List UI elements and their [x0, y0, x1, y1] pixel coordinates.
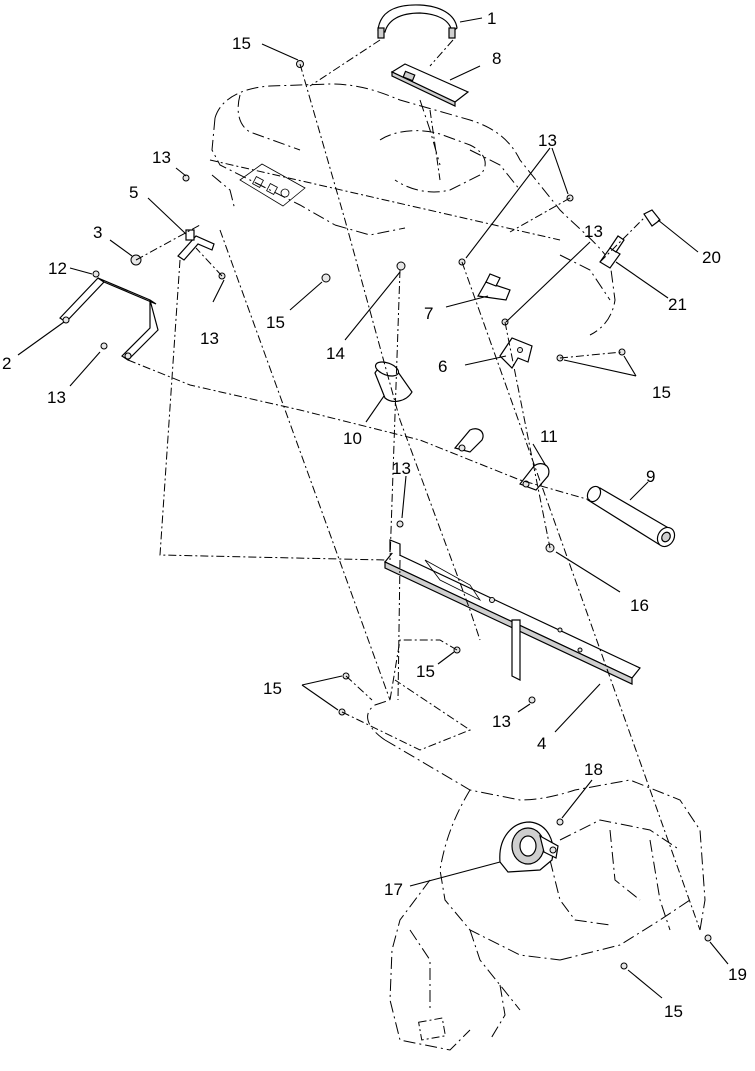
callout-4: 4	[537, 734, 546, 753]
cylinder-part-10	[374, 361, 413, 402]
clamp-part-11	[519, 463, 550, 491]
callout-10: 10	[343, 429, 362, 448]
callouts: 1 15 8 13 13 5 13 3 20 12 21 7 15 13 14 …	[2, 9, 747, 1021]
console-decal	[239, 163, 306, 207]
tube-part-9	[586, 485, 676, 548]
callout-15: 15	[664, 1002, 683, 1021]
handle-part-1	[377, 4, 458, 39]
bracket-part-5	[177, 229, 215, 261]
callout-20: 20	[702, 248, 721, 267]
callout-13: 13	[538, 131, 557, 150]
callout-16: 16	[630, 596, 649, 615]
callout-15: 15	[263, 679, 282, 698]
callout-2: 2	[2, 354, 11, 373]
sensor-part-21	[599, 235, 625, 269]
callout-13: 13	[47, 388, 66, 407]
callout-8: 8	[492, 49, 501, 68]
switch-plate-part-8	[390, 63, 470, 107]
bracket-part-2	[59, 277, 159, 361]
callout-13: 13	[152, 148, 171, 167]
callout-21: 21	[668, 295, 687, 314]
callout-17: 17	[384, 880, 403, 899]
callout-13: 13	[584, 222, 603, 241]
callout-18: 18	[584, 760, 603, 779]
callout-15: 15	[232, 34, 251, 53]
horn-part-17	[499, 821, 559, 873]
callout-5: 5	[129, 183, 138, 202]
callout-13: 13	[392, 459, 411, 478]
callout-14: 14	[326, 344, 345, 363]
callout-6: 6	[438, 357, 447, 376]
callout-19: 19	[728, 965, 747, 984]
callout-13: 13	[200, 329, 219, 348]
callout-11: 11	[540, 427, 558, 446]
callout-15: 15	[416, 662, 435, 681]
bracket-part-6	[499, 337, 533, 369]
callout-7: 7	[424, 304, 433, 323]
fitting-part-20	[643, 209, 661, 227]
callout-12: 12	[48, 259, 67, 278]
rail-part-4	[384, 539, 641, 685]
leader-lines	[17, 17, 729, 999]
bracket-part-7	[477, 273, 511, 301]
callout-9: 9	[646, 467, 655, 486]
clamp-part	[453, 428, 484, 453]
callout-3: 3	[93, 223, 102, 242]
frame-phantom	[367, 699, 706, 1051]
assembly-centerlines	[127, 39, 701, 931]
callout-15: 15	[266, 313, 285, 332]
callout-15: 15	[652, 383, 671, 402]
callout-13: 13	[492, 712, 511, 731]
console-housing-phantom	[211, 83, 616, 336]
plate-below-rail	[424, 559, 482, 602]
callout-1: 1	[487, 9, 496, 28]
